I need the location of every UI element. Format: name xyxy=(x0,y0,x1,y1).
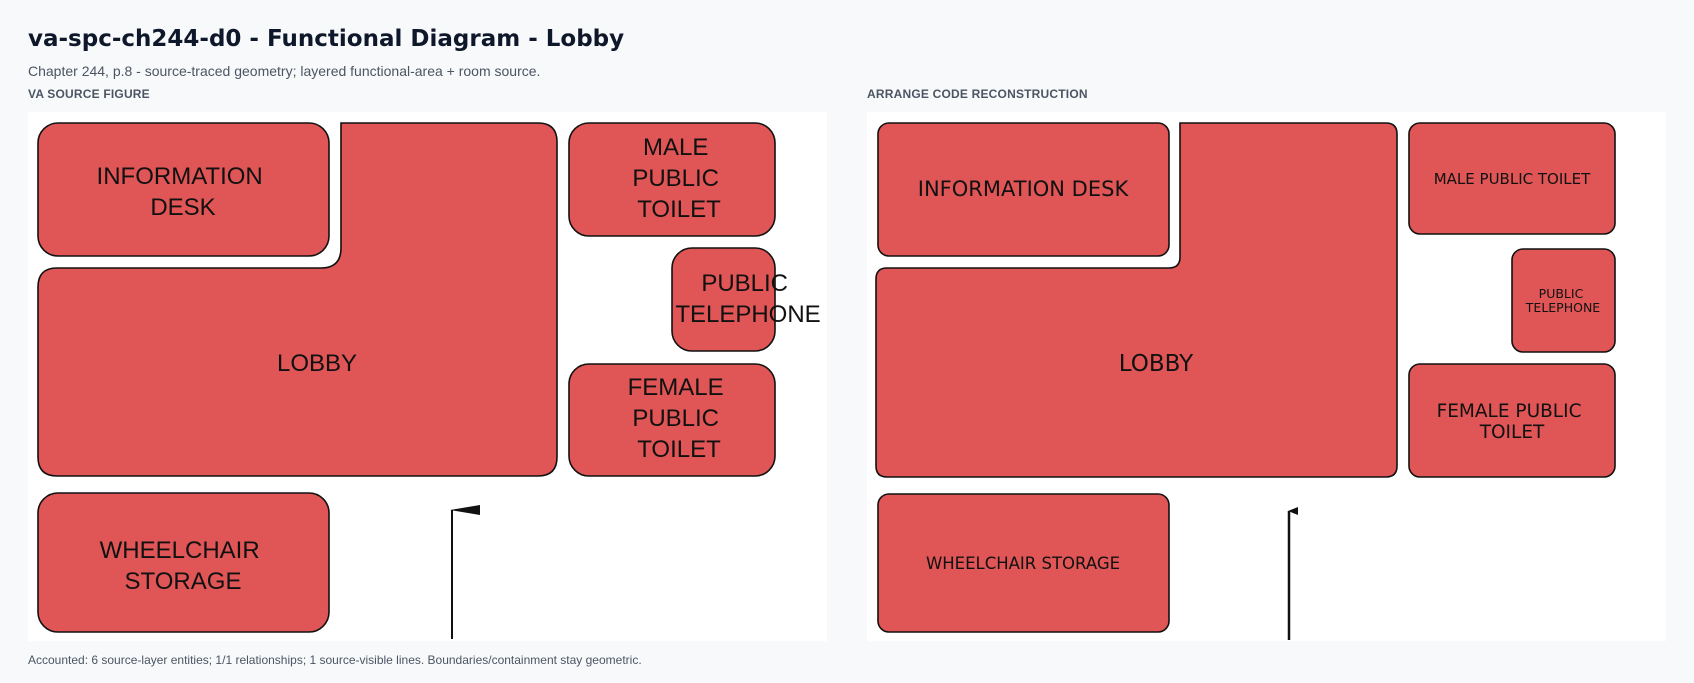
re-label-wheelchair-storage: WHEELCHAIR STORAGE xyxy=(926,554,1120,573)
re-room-wheelchair-storage xyxy=(877,493,1170,633)
source-figure-panel: INFORMATION DESK LOBBY MALE PUBLIC TOILE… xyxy=(28,112,827,641)
re-label-lobby: LOBBY xyxy=(1119,351,1194,377)
src-label-female-public-toilet: FEMALE PUBLIC TOILET xyxy=(628,374,731,463)
re-room-information-desk xyxy=(877,122,1170,257)
re-room-female-public-toilet xyxy=(1408,363,1616,478)
source-panel-label: VA SOURCE FIGURE xyxy=(28,87,150,101)
re-label-information-desk: INFORMATION DESK xyxy=(918,177,1130,201)
src-label-male-public-toilet: MALE PUBLIC TOILET xyxy=(632,134,725,223)
src-room-public-telephone xyxy=(671,247,776,352)
page-title: va-spc-ch244-d0 - Functional Diagram - L… xyxy=(28,26,625,52)
page-subtitle: Chapter 244, p.8 - source-traced geometr… xyxy=(28,63,541,79)
src-room-male-public-toilet xyxy=(568,122,776,237)
re-room-male-public-toilet xyxy=(1408,122,1616,235)
src-room-lobby xyxy=(37,122,558,477)
re-label-female-public-toilet: FEMALE PUBLIC TOILET xyxy=(1437,401,1588,443)
reconstruction-panel-label: ARRANGE CODE RECONSTRUCTION xyxy=(867,87,1088,101)
src-room-female-public-toilet xyxy=(568,363,776,477)
footer-note: Accounted: 6 source-layer entities; 1/1 … xyxy=(28,653,642,667)
src-room-wheelchair-storage xyxy=(37,492,330,633)
re-label-male-public-toilet: MALE PUBLIC TOILET xyxy=(1434,170,1591,188)
src-label-wheelchair-storage: WHEELCHAIR STORAGE xyxy=(100,537,267,595)
src-label-information-desk: INFORMATION DESK xyxy=(97,163,270,221)
src-label-public-telephone: PUBLIC TELEPHONE xyxy=(675,270,820,328)
source-diagram: INFORMATION DESK LOBBY MALE PUBLIC TOILE… xyxy=(37,122,821,639)
reconstruction-panel: INFORMATION DESK LOBBY MALE PUBLIC TOILE… xyxy=(867,112,1666,641)
re-room-lobby xyxy=(875,122,1398,478)
src-label-lobby: LOBBY xyxy=(277,350,357,377)
reconstruction-diagram: INFORMATION DESK LOBBY MALE PUBLIC TOILE… xyxy=(875,122,1616,640)
src-room-information-desk xyxy=(37,122,330,257)
re-label-public-telephone: PUBLIC TELEPHONE xyxy=(1525,286,1601,315)
re-room-public-telephone xyxy=(1511,248,1616,353)
